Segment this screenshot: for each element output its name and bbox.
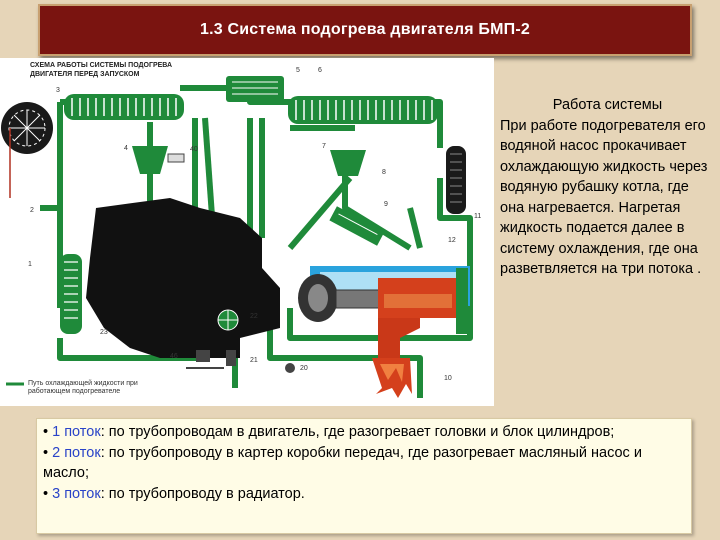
label-6: 6	[318, 67, 322, 74]
diagram-legend: Путь охлаждающей жидкости при работающем…	[6, 379, 138, 395]
stream-bullet: •	[43, 485, 53, 502]
expansion-tank	[226, 76, 284, 102]
drain-valve-21	[226, 350, 236, 366]
stream-item-3: • 3 поток: по трубопроводу в радиатор.	[43, 484, 685, 505]
label-4: 4	[124, 145, 128, 152]
label-1: 1	[28, 261, 32, 268]
drain-valve-46	[186, 350, 224, 369]
label-21: 21	[250, 357, 258, 364]
label-10: 10	[444, 375, 452, 382]
label-2: 2	[30, 207, 34, 214]
stream-bullet: •	[43, 444, 53, 461]
boiler-flame	[372, 278, 456, 398]
stream-item-1: • 1 поток: по трубопроводам в двигатель,…	[43, 422, 685, 443]
label-46: 46	[170, 353, 178, 360]
heater-pump	[298, 274, 381, 322]
left-cooler	[60, 254, 82, 334]
description-heading: Работа системы	[552, 97, 663, 113]
system-description: Работа системы При работе подогревателя …	[500, 95, 715, 280]
label-40: 40	[190, 146, 198, 153]
stream-item-2: • 2 поток: по трубопроводу в картер коро…	[43, 443, 685, 484]
stream-text-3: : по трубопроводу в радиатор.	[100, 485, 305, 502]
label-12: 12	[448, 237, 456, 244]
label-23: 23	[100, 329, 108, 336]
stream-label-1: 1 поток	[52, 424, 101, 440]
stream-text-1: : по трубопроводам в двигатель, где разо…	[100, 424, 615, 440]
heat-exchanger-9	[329, 206, 385, 246]
label-9: 9	[384, 201, 388, 208]
label-7: 7	[322, 143, 326, 150]
stream-label-3: 3 поток	[52, 485, 101, 502]
heater-outlet-pipe	[456, 268, 468, 334]
label-11: 11	[474, 213, 481, 220]
title-bar: 1.3 Система подогрева двигателя БМП-2	[38, 4, 692, 56]
slide-title: 1.3 Система подогрева двигателя БМП-2	[200, 21, 530, 38]
engine-pump-22	[217, 309, 239, 331]
radiator-upper-left	[64, 94, 184, 120]
streams-box: • 1 поток: по трубопроводам в двигатель,…	[36, 418, 692, 534]
heating-system-diagram: СХЕМА РАБОТЫ СИСТЕМЫ ПОДОГРЕВА ДВИГАТЕЛЯ…	[0, 58, 494, 406]
label-20: 20	[300, 365, 308, 372]
valve-20	[285, 363, 295, 373]
fan-icon	[1, 102, 53, 198]
label-3: 3	[56, 87, 60, 94]
legend-line2: работающем подогревателе	[28, 387, 120, 395]
label-22: 22	[250, 313, 258, 320]
legend-line1: Путь охлаждающей жидкости при	[28, 379, 138, 387]
label-8: 8	[382, 169, 386, 176]
pump-4	[132, 146, 185, 174]
radiator-upper-right	[288, 96, 438, 124]
stream-label-2: 2 поток	[52, 444, 101, 461]
description-body: При работе подогревателя его водяной нас…	[500, 117, 708, 278]
diagram-caption-line2: ДВИГАТЕЛЯ ПЕРЕД ЗАПУСКОМ	[30, 71, 140, 78]
diagram-caption-line1: СХЕМА РАБОТЫ СИСТЕМЫ ПОДОГРЕВА	[30, 62, 172, 69]
label-5: 5	[296, 67, 300, 74]
diagram-svg: СХЕМА РАБОТЫ СИСТЕМЫ ПОДОГРЕВА ДВИГАТЕЛЯ…	[1, 62, 481, 398]
stream-bullet: •	[43, 424, 53, 440]
oil-cooler	[446, 146, 466, 214]
stream-text-2: : по трубопроводу в картер коробки перед…	[43, 444, 642, 482]
pump-7	[330, 150, 366, 176]
